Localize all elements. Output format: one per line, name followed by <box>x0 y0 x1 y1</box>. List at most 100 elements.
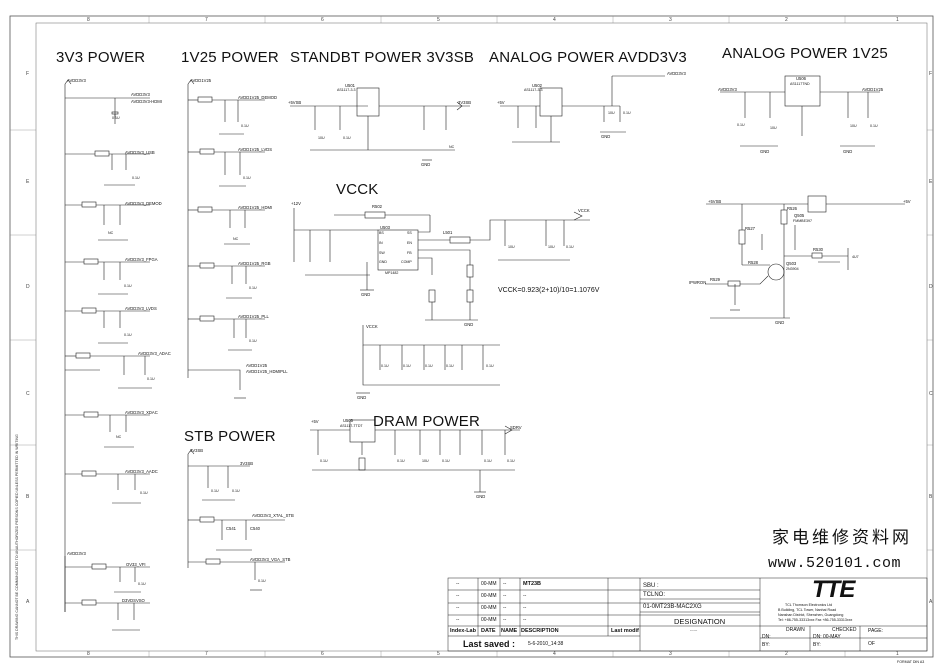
dn-label: DN: <box>813 634 822 640</box>
net-label: GND <box>476 494 486 499</box>
net-label: AVDD3V3 <box>718 87 737 92</box>
col-label: 6 <box>321 651 324 657</box>
cap-value: 0.1U <box>147 377 155 381</box>
watermark-chinese: 家电维修资料网 <box>772 528 912 548</box>
part-ref: U501 <box>345 83 356 88</box>
net-label: +5VSB <box>708 199 722 204</box>
cap-value: 0.1U <box>140 491 148 495</box>
row-label: A <box>929 599 933 605</box>
designation-label: DESIGNATION <box>674 617 726 626</box>
cap-value: 10U <box>422 459 429 463</box>
vcck-decoupling <box>356 325 500 394</box>
vcck-formula: VCCK=0.923(2+10)/10=1.1076V <box>498 287 600 294</box>
ic-pin: GND <box>379 260 387 264</box>
ic-pin: EN <box>407 241 412 245</box>
net-label: AVDD3V3 <box>67 551 86 556</box>
cap-value: 0.1U <box>623 111 631 115</box>
cap-value: 0.1U <box>507 459 515 463</box>
col-label: 7 <box>205 651 208 657</box>
cap-value: 0.1U <box>211 489 219 493</box>
rev-index: -- <box>456 581 460 587</box>
row-label: E <box>929 179 933 185</box>
ic-pin: SS <box>407 231 412 235</box>
part-ref: R527 <box>745 226 756 231</box>
net-label: GND <box>760 149 770 154</box>
cap-value: 10U <box>608 111 615 115</box>
col-label: 6 <box>321 17 324 23</box>
section-title-1v25: 1V25 POWER <box>181 49 279 66</box>
col-label: 1 <box>896 651 899 657</box>
drawn-label: DRAWN <box>786 627 805 633</box>
rev-date: 00-MM <box>481 617 497 623</box>
net-label: AVDD1V25_DEMOD <box>238 95 278 100</box>
row-label: B <box>26 494 30 500</box>
part-ref: Q503 <box>786 261 797 266</box>
cap-value: 0.1U <box>566 245 574 249</box>
format-label: FORMAT DIN A3 <box>897 660 925 664</box>
rev-index: -- <box>456 617 460 623</box>
cap-value: 0.1U <box>112 116 120 120</box>
company-address: Nanshan District, Shenzhen, Guangdong <box>778 613 844 617</box>
cap-value: 0.1U <box>737 123 745 127</box>
net-label: +5V <box>497 100 505 105</box>
part-ref: R528 <box>748 260 759 265</box>
part-number: FMMBE397 <box>793 219 812 223</box>
net-label: AVDD3V3_XDAC <box>125 410 158 415</box>
cap-value: 0.1U <box>249 339 257 343</box>
watermark-url: www.520101.com <box>768 555 902 572</box>
net-label: 3V3SB <box>190 448 204 453</box>
page-label: PAGE: <box>868 628 883 634</box>
col-label: 4 <box>553 651 556 657</box>
part-ref: C541 <box>226 526 237 531</box>
cap-value: 0.1U <box>124 284 132 288</box>
cap-value: NC <box>233 237 239 241</box>
cap-value: 0.1U <box>320 459 328 463</box>
rev-name: -- <box>503 593 507 599</box>
net-label: D3VDSVSO <box>122 598 145 603</box>
cap-value: 10U <box>508 245 515 249</box>
part-ref: U502 <box>532 83 543 88</box>
company-address: B Building, TCL Tower, Nanhai Road <box>778 608 837 612</box>
cap-value: 0.1U <box>232 489 240 493</box>
sbu-label: SBU : <box>643 583 659 589</box>
cap-value: 10U <box>770 126 777 130</box>
col-label: 7 <box>205 17 208 23</box>
cap-value: 0.1U <box>486 364 494 368</box>
net-label: 3V3SB <box>458 100 472 105</box>
title-block <box>447 577 928 652</box>
last-saved-label: Last saved : <box>463 639 516 649</box>
net-label: GND <box>843 149 853 154</box>
rail-3v3 <box>64 79 152 631</box>
dn-value: 00-MAY <box>823 634 841 640</box>
net-label: GND <box>361 292 371 297</box>
dram-power <box>310 419 520 493</box>
standby-regulator <box>290 87 470 161</box>
part-ref: U506 <box>796 76 807 81</box>
rev-desc: -- <box>523 617 527 623</box>
row-label: D <box>26 284 30 290</box>
rev-date: 00-MM <box>481 593 497 599</box>
cap-value: 0.1U <box>241 124 249 128</box>
cap-value: 0.1U <box>381 364 389 368</box>
net-label: +12V <box>291 201 301 206</box>
col-label: 8 <box>87 17 90 23</box>
column-ticks <box>10 16 933 657</box>
col-label: 2 <box>785 17 788 23</box>
rev-name: -- <box>503 581 507 587</box>
net-label: AVDD1V25_HDMI <box>238 205 273 210</box>
net-label: AVDD1V25_RGB <box>238 261 271 266</box>
last-saved-value: 5-6-2010_14:38 <box>528 641 564 647</box>
of-label: OF <box>868 641 875 647</box>
rev-desc: MT23B <box>523 581 542 587</box>
section-title-3v3: 3V3 POWER <box>56 49 146 66</box>
row-label: F <box>26 71 30 77</box>
net-label: AVDD1V25_LVDS <box>238 147 273 152</box>
net-label: AVDD3V3_LVDS <box>125 306 157 311</box>
net-label: AVDD1V25_PLL <box>238 314 269 319</box>
part-ref: Q505 <box>794 213 805 218</box>
rev-index: -- <box>456 593 460 599</box>
cap-value: 0.1U <box>870 124 878 128</box>
col-label: 8 <box>87 651 90 657</box>
hdr-desc: DESCRIPTION <box>521 628 559 634</box>
